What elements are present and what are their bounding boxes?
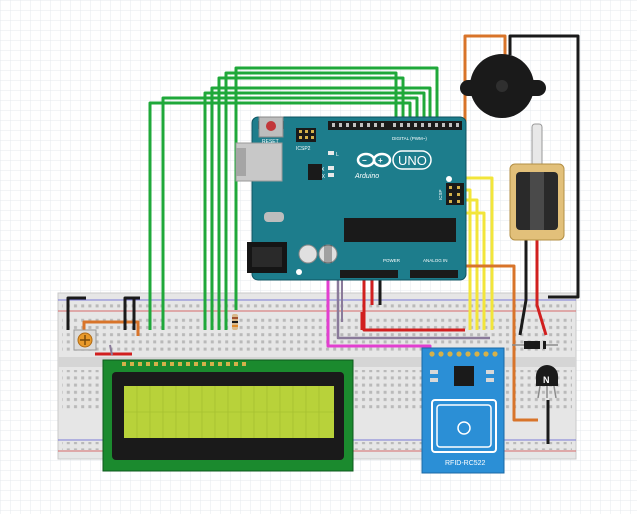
l-label: L <box>336 152 339 158</box>
wire-red-solenoid <box>535 240 548 336</box>
icsp-header <box>446 183 464 205</box>
npn-transistor: N <box>536 365 558 399</box>
wire-red-power-1 <box>362 270 465 332</box>
uno-badge <box>392 150 432 170</box>
wire-green-1 <box>148 101 412 330</box>
power-header <box>340 270 398 278</box>
atmega-chip <box>344 218 456 242</box>
wire-black-gnd-left <box>66 296 86 330</box>
wire-black-buzzer <box>508 34 580 299</box>
potentiometer <box>73 329 97 351</box>
icsp2-label: ICSP2 <box>296 146 311 152</box>
wire-green-4 <box>210 86 432 330</box>
piezo-buzzer <box>460 54 546 118</box>
capacitor <box>318 244 338 264</box>
rfid-antenna <box>431 399 497 453</box>
wire-black-solenoid <box>518 240 528 336</box>
capacitor <box>298 244 318 264</box>
rfid-chip <box>454 366 474 386</box>
arduino-logo <box>356 152 392 168</box>
transistor-label: N <box>543 375 550 385</box>
analog-label: ANALOG IN <box>423 258 448 263</box>
icsp-label: ICSP <box>438 189 443 200</box>
wire-green-2 <box>161 96 419 330</box>
wire-gray-lcd <box>109 344 113 356</box>
digital-label: DIGITAL (PWM~) <box>392 136 427 141</box>
diode <box>512 341 558 349</box>
wire-green-5 <box>217 76 405 330</box>
arduino-uno: RESET ICSP2 DIGITAL (PWM~) L TX RX <box>235 116 467 281</box>
svg-text:+: + <box>378 156 383 165</box>
wire-green-7 <box>234 66 439 310</box>
solenoid-lock <box>509 123 565 241</box>
lcd-16x2 <box>102 359 354 472</box>
reset-label: RESET <box>262 139 279 145</box>
wire-green-6 <box>224 71 398 330</box>
analog-header <box>410 270 458 278</box>
rfid-label: RFID-RC522 <box>445 460 486 467</box>
uno-logo-text: UNO <box>398 153 427 168</box>
rfid-rc522-module: RFID-RC522 <box>421 347 505 474</box>
brand-text: Arduino <box>354 173 379 180</box>
svg-text:−: − <box>362 156 367 165</box>
wire-green-3 <box>203 91 426 330</box>
power-label: POWER <box>383 258 401 263</box>
resistor <box>232 314 238 330</box>
